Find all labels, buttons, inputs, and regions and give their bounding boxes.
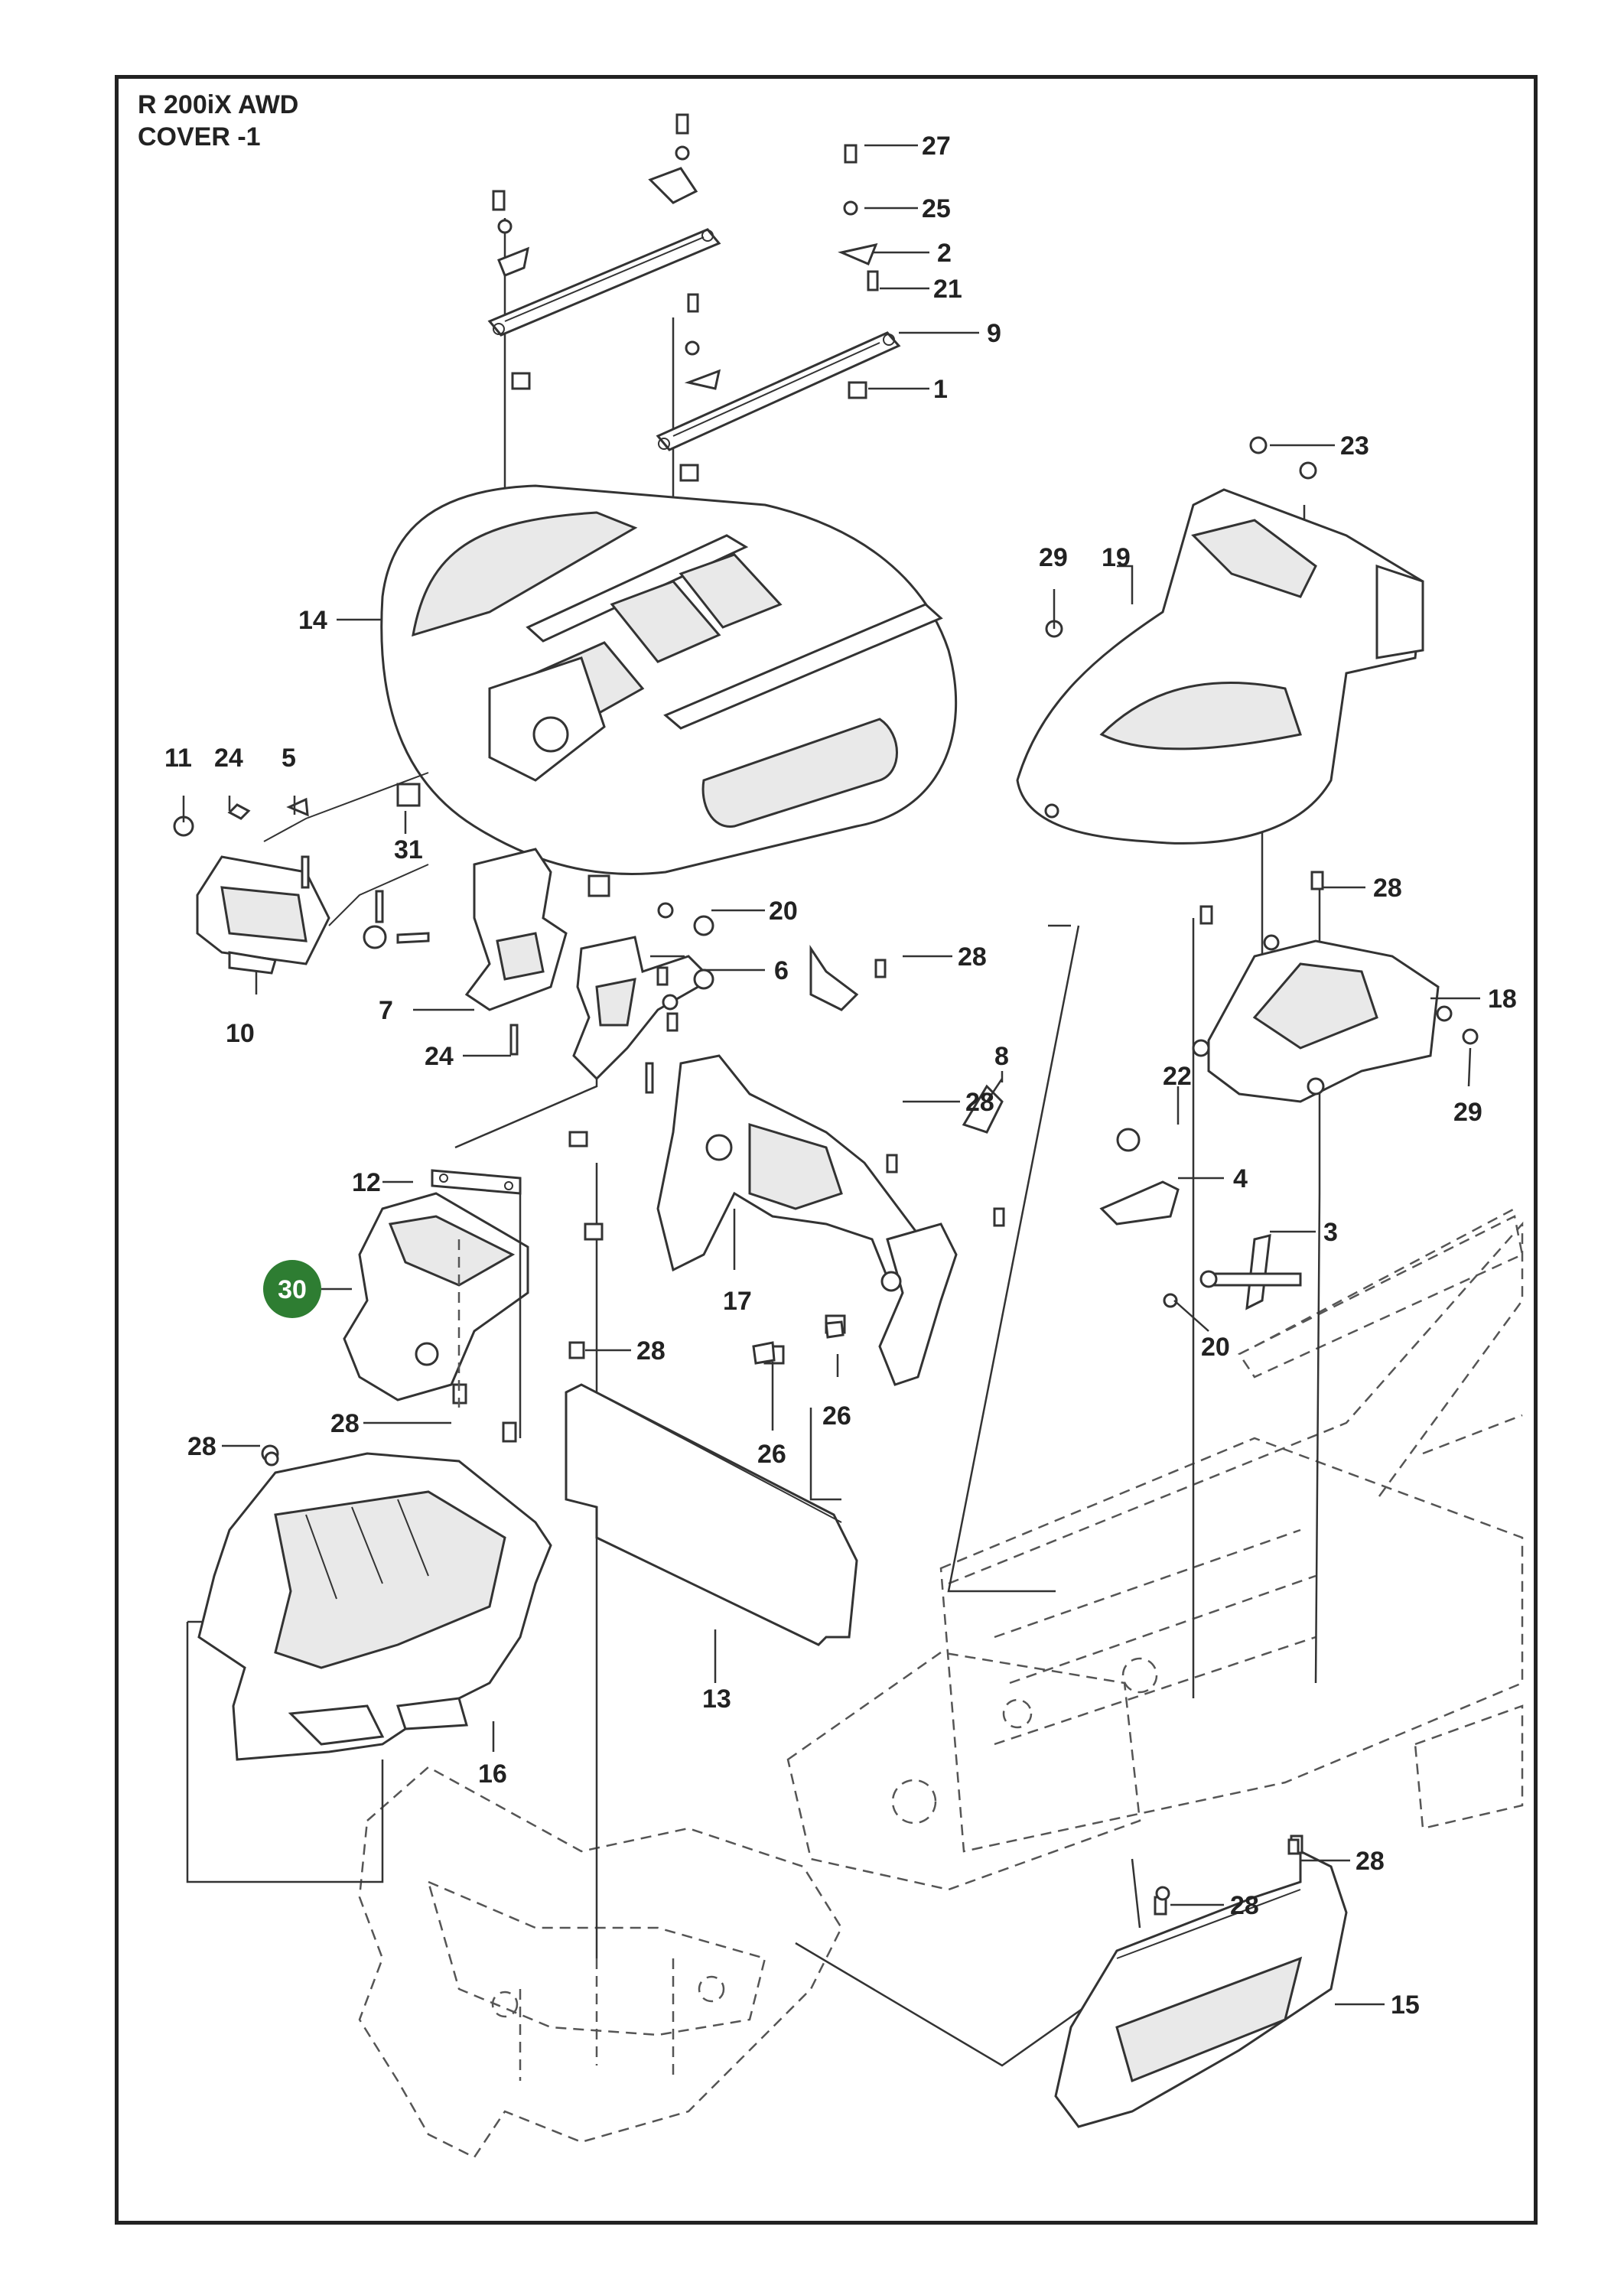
callout-7: 7 bbox=[379, 996, 393, 1025]
callout-2: 2 bbox=[937, 239, 952, 268]
part-lever bbox=[1199, 1234, 1302, 1310]
callout-28-f: 28 bbox=[187, 1432, 216, 1461]
callout-28-g: 28 bbox=[1356, 1847, 1385, 1876]
callout-24-top: 24 bbox=[214, 744, 243, 773]
callout-20-top: 20 bbox=[769, 897, 798, 926]
part-left-bracket bbox=[464, 848, 568, 1056]
rail-hardware bbox=[492, 113, 879, 390]
callout-28-e: 28 bbox=[330, 1409, 360, 1438]
part-highlighted-guard bbox=[343, 1192, 529, 1443]
callout-16: 16 bbox=[478, 1760, 507, 1789]
callout-8: 8 bbox=[994, 1042, 1009, 1071]
part-fender-tray bbox=[197, 1444, 552, 1761]
callout-21: 21 bbox=[933, 275, 962, 304]
section-title: COVER -1 bbox=[138, 122, 261, 151]
callout-29-bottom: 29 bbox=[1453, 1098, 1482, 1127]
front-axle-outline bbox=[358, 1766, 843, 2159]
callout-28-d: 28 bbox=[636, 1336, 666, 1366]
callout-1: 1 bbox=[933, 375, 948, 404]
callout-19: 19 bbox=[1102, 543, 1131, 572]
model-title: R 200iX AWD bbox=[138, 90, 299, 119]
callout-20-bottom: 20 bbox=[1201, 1333, 1230, 1362]
callout-28-a: 28 bbox=[958, 942, 987, 972]
callout-14: 14 bbox=[298, 606, 327, 635]
callout-18: 18 bbox=[1488, 985, 1517, 1014]
callout-12: 12 bbox=[352, 1168, 381, 1197]
callout-23: 23 bbox=[1340, 431, 1369, 461]
callout-labels: 27 25 2 21 9 1 23 29 19 14 11 24 5 31 10… bbox=[164, 132, 1517, 2020]
callout-3: 3 bbox=[1323, 1218, 1338, 1247]
callout-24-bottom: 24 bbox=[425, 1042, 454, 1071]
callout-22: 22 bbox=[1163, 1062, 1192, 1091]
part-front-rail bbox=[656, 331, 901, 482]
part-front-bumper bbox=[1054, 1834, 1348, 2128]
callout-10: 10 bbox=[226, 1019, 255, 1048]
callout-4: 4 bbox=[1233, 1164, 1248, 1193]
part-console-cover bbox=[1192, 871, 1479, 1103]
small-clips bbox=[264, 1320, 1300, 1901]
part-rear-shield bbox=[565, 1341, 858, 1646]
callout-27: 27 bbox=[922, 132, 951, 161]
callout-29-top: 29 bbox=[1039, 543, 1068, 572]
callout-25: 25 bbox=[922, 194, 951, 223]
callout-9: 9 bbox=[987, 319, 1001, 348]
part-small-bracket bbox=[1099, 1128, 1180, 1308]
callout-28-c: 28 bbox=[1373, 874, 1402, 903]
part-rear-rail bbox=[487, 228, 721, 390]
part-seat-cover bbox=[1016, 436, 1424, 845]
callout-31: 31 bbox=[394, 835, 423, 864]
diagram-frame bbox=[115, 75, 1538, 2225]
callout-11: 11 bbox=[164, 744, 192, 773]
part-plate bbox=[431, 1169, 522, 1195]
callout-15: 15 bbox=[1391, 1991, 1420, 2020]
highlight-badge bbox=[263, 1260, 321, 1318]
callout-17: 17 bbox=[723, 1287, 752, 1316]
callout-30: 30 bbox=[278, 1275, 307, 1304]
callout-13: 13 bbox=[702, 1685, 731, 1714]
part-right-bracket bbox=[572, 874, 714, 1081]
callout-leaders bbox=[182, 144, 1480, 2006]
callout-28-h: 28 bbox=[1230, 1891, 1259, 1920]
part-hood-cover bbox=[380, 484, 958, 875]
callout-28-b: 28 bbox=[965, 1088, 994, 1117]
part-headlight bbox=[173, 772, 430, 975]
callout-6: 6 bbox=[774, 956, 789, 985]
chassis-frame-outline bbox=[786, 1207, 1524, 1891]
callout-26-left: 26 bbox=[757, 1440, 786, 1469]
callout-26-right: 26 bbox=[822, 1401, 851, 1431]
callout-5: 5 bbox=[282, 744, 296, 773]
